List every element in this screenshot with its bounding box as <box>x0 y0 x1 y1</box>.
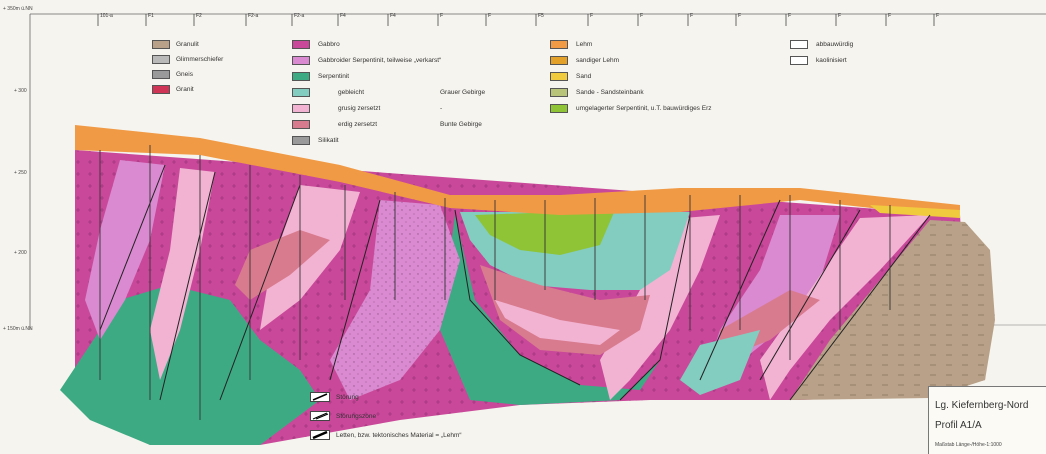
legend-label: sandiger Lehm <box>576 57 619 64</box>
legend-swatch <box>292 136 310 145</box>
legend-label: Glimmerschiefer <box>176 56 223 63</box>
legend-label-extra: Grauer Gebirge <box>440 89 485 96</box>
legend-swatch <box>550 56 568 65</box>
profile-mark: F <box>838 13 841 19</box>
legend-label: kaolinisiert <box>816 57 847 64</box>
title-scale: Maßstab Länge-/Höhe-1:1000 <box>935 442 1002 448</box>
legend-swatch <box>550 72 568 81</box>
legend-label: Gabbro <box>318 41 340 48</box>
profile-mark: F <box>690 13 693 19</box>
profile-mark: F5 <box>538 13 544 19</box>
top-tick-marks <box>98 14 934 26</box>
profile-mark: F4 <box>340 13 346 19</box>
legend-swatch <box>152 70 170 79</box>
legend-swatch <box>292 56 310 65</box>
legend-label: Sand <box>576 73 591 80</box>
legend-label: Serpentinit <box>318 73 349 80</box>
legend-swatch <box>152 55 170 64</box>
legend-label-stoerung: Störung <box>336 394 359 401</box>
legend-swatch <box>790 56 808 65</box>
legend-label: umgelagerter Serpentinit, u.T. bauwürdig… <box>576 105 712 112</box>
profile-mark: F4 <box>390 13 396 19</box>
legend-label-letten: Letten, bzw. tektonisches Material = „Le… <box>336 432 462 439</box>
profile-mark: F <box>440 13 443 19</box>
profile-mark: F <box>936 13 939 19</box>
legend-label: grusig zersetzt <box>338 105 380 112</box>
legend-swatch <box>152 85 170 94</box>
title-profile: Profil A1/A <box>935 420 982 431</box>
legend-swatch <box>292 40 310 49</box>
profile-mark: F <box>888 13 891 19</box>
elevation-label-1: + 350m ü.NN <box>3 6 33 12</box>
legend-label: Gneis <box>176 71 193 78</box>
profile-mark: F2-a <box>248 13 258 19</box>
legend-label: Sande - Sandsteinbank <box>576 89 644 96</box>
legend-label-extra: Bunte Gebirge <box>440 121 482 128</box>
legend-label: Gabbroider Serpentinit, teilweise „verka… <box>318 57 441 64</box>
legend-label: gebleicht <box>338 89 364 96</box>
legend-label: erdig zersetzt <box>338 121 377 128</box>
profile-mark: F2 <box>196 13 202 19</box>
legend-swatch <box>292 120 310 129</box>
legend-swatch <box>292 88 310 97</box>
legend-swatch <box>152 40 170 49</box>
legend-swatch <box>550 104 568 113</box>
elevation-label-2: + 300 <box>14 88 27 94</box>
profile-mark: F <box>738 13 741 19</box>
legend-label: Silikatit <box>318 137 339 144</box>
profile-mark: F1 <box>148 13 154 19</box>
legend-label: abbauwürdig <box>816 41 853 48</box>
profile-mark: F <box>488 13 491 19</box>
title-location: Lg. Kiefernberg-Nord <box>935 400 1028 411</box>
legend-label-stoerungszone: Störungszone <box>336 413 376 420</box>
profile-mark: 101-a <box>100 13 113 19</box>
fault-symbol-icon <box>310 392 330 402</box>
elevation-label-5: + 150m ü.NN <box>3 326 33 332</box>
elevation-label-3: + 250 <box>14 170 27 176</box>
profile-mark: F <box>788 13 791 19</box>
legend-label: Granulit <box>176 41 199 48</box>
legend-label: Lehm <box>576 41 592 48</box>
legend-label: Granit <box>176 86 194 93</box>
elevation-label-4: + 200 <box>14 250 27 256</box>
legend-swatch <box>550 88 568 97</box>
clay-symbol-icon <box>310 430 330 440</box>
legend-swatch <box>292 72 310 81</box>
profile-mark: F <box>590 13 593 19</box>
legend-swatch <box>790 40 808 49</box>
profile-mark: F <box>640 13 643 19</box>
profile-mark: F2-a <box>294 13 304 19</box>
fault-zone-symbol-icon <box>310 411 330 421</box>
legend-swatch <box>292 104 310 113</box>
legend-label-extra: - <box>440 105 442 112</box>
legend-swatch <box>550 40 568 49</box>
